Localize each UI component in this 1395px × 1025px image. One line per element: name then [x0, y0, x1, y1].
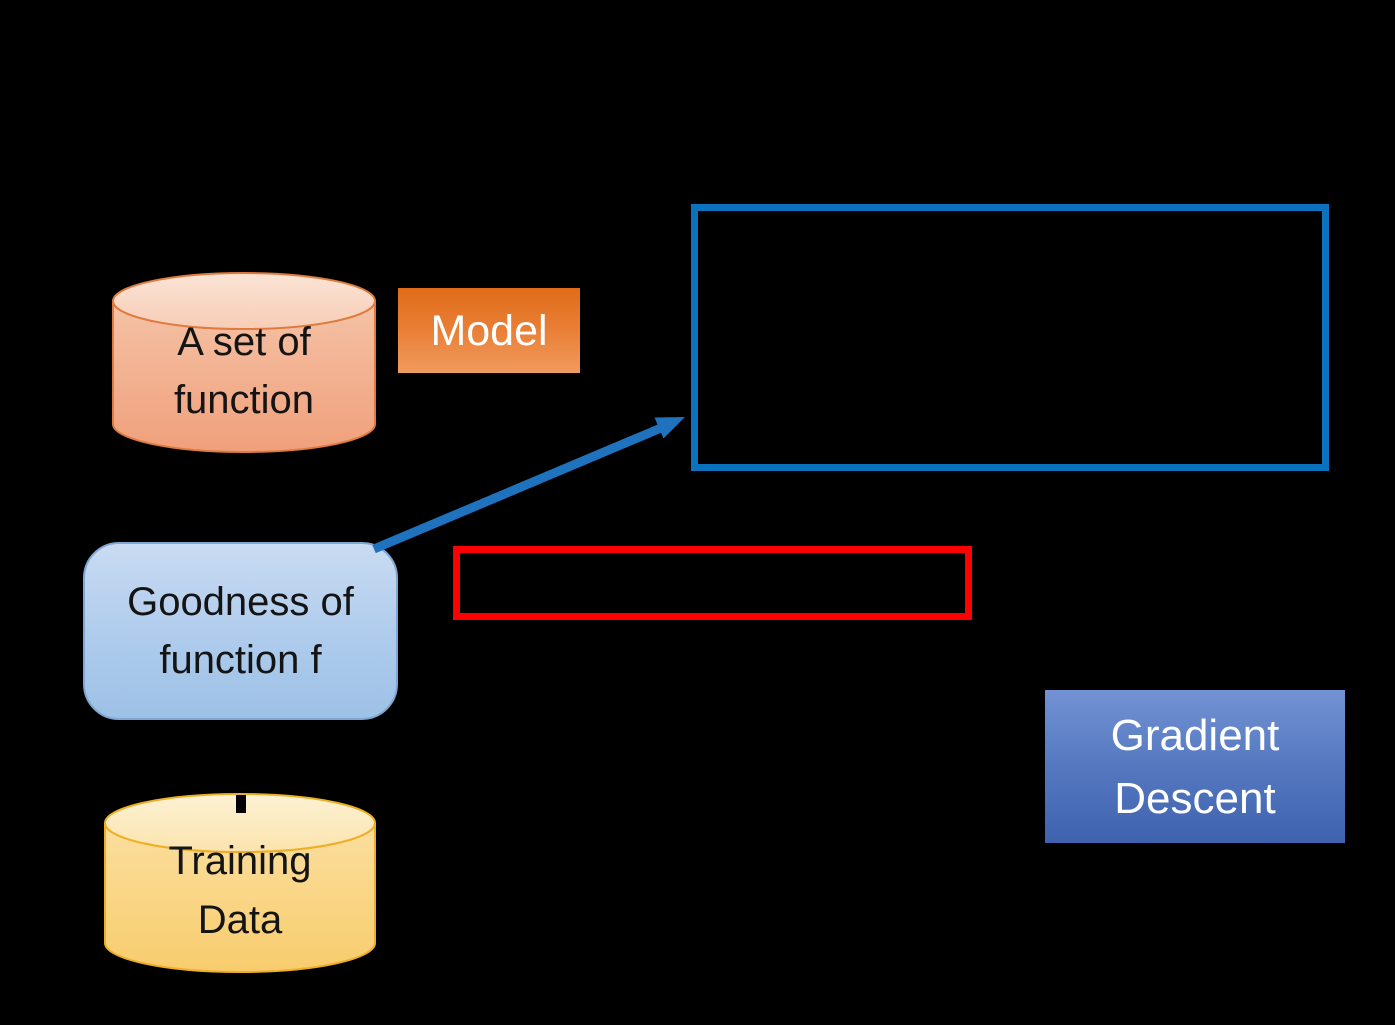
model-badge: Model: [398, 288, 580, 373]
blue-frame: [691, 204, 1329, 471]
model-label: Model: [430, 306, 548, 355]
function-set-cylinder: [112, 272, 376, 453]
gradient-descent-label: Gradient Descent: [1045, 690, 1345, 843]
gradient-descent-box: Gradient Descent: [1045, 690, 1345, 843]
goodness-box: Goodness of function f: [83, 542, 398, 720]
black-arrow-tick: [236, 795, 246, 813]
goodness-label: Goodness of function f: [85, 544, 396, 718]
goodness-line1: Goodness of: [127, 580, 354, 624]
training-data-cylinder: [104, 793, 376, 973]
red-frame: [453, 546, 972, 620]
goodness-line2: function f: [159, 638, 322, 682]
gradient-descent-line2: Descent: [1114, 773, 1276, 823]
gradient-descent-line1: Gradient: [1110, 710, 1280, 760]
